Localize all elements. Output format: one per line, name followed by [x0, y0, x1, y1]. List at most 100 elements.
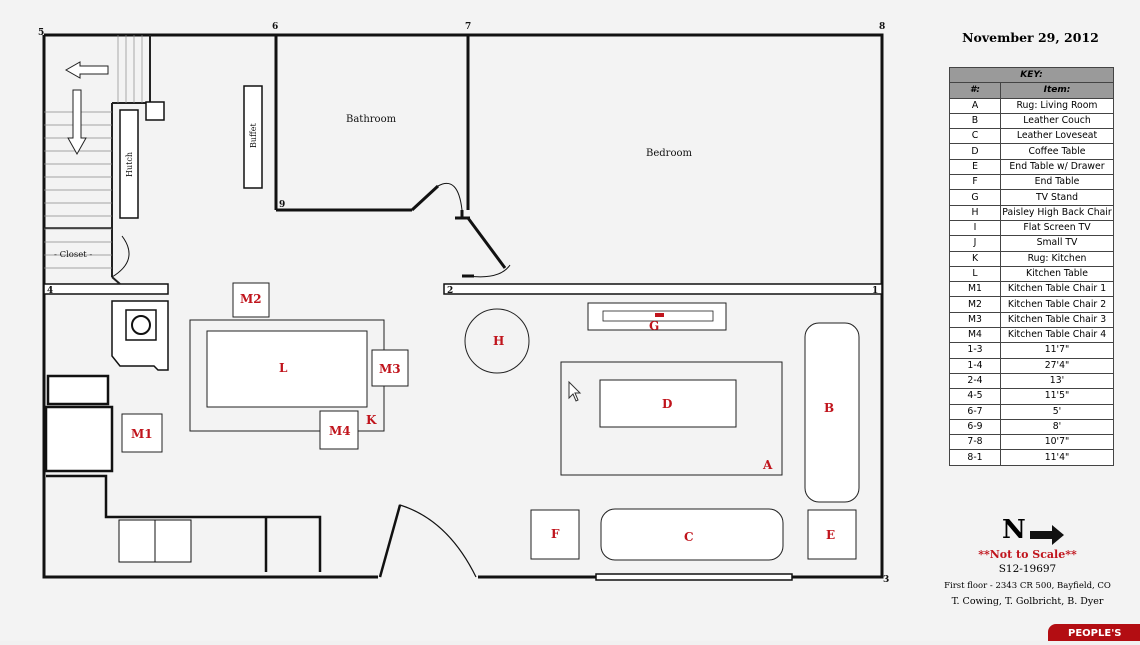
window [595, 573, 793, 581]
buffet [243, 85, 263, 189]
key-row-number: F [949, 174, 1001, 191]
key-row-item: Leather Loveseat [1000, 128, 1114, 145]
key-row-number: M4 [949, 327, 1001, 344]
key-row-number: J [949, 235, 1001, 252]
chair-m2 [232, 282, 270, 318]
item-label-m2: M2 [240, 292, 262, 306]
key-row-number: G [949, 189, 1001, 206]
brand-badge: PEOPLE'S [1048, 624, 1140, 641]
item-label-b: B [824, 401, 834, 415]
corner-label-9: 9 [279, 200, 285, 210]
authors: T. Cowing, T. Golbricht, B. Dyer [951, 596, 1104, 607]
north-arrow-icon [1030, 525, 1064, 545]
item-label-d: D [662, 397, 672, 411]
key-row-number: E [949, 158, 1001, 176]
key-row-item: Flat Screen TV [1000, 219, 1114, 237]
key-row-number: M1 [949, 281, 1001, 298]
hutch [119, 109, 139, 219]
key-row-item: 27'4" [1000, 357, 1114, 374]
kitchen-fixtures [44, 300, 322, 572]
small-tv [655, 313, 664, 317]
case-number: S12-19697 [998, 563, 1057, 575]
plan-info: N **Not to Scale** S12-19697 First floor… [920, 515, 1135, 607]
key-row-number: C [949, 128, 1001, 145]
key-row-number: M2 [949, 296, 1001, 313]
item-label-m1: M1 [131, 427, 153, 441]
item-label-h: H [493, 334, 504, 348]
corner-label-5: 5 [38, 28, 44, 38]
end-table-drawer [807, 509, 857, 560]
item-label-m3: M3 [379, 362, 401, 376]
key-row-item: Paisley High Back Chair [1000, 204, 1114, 221]
date-label: November 29, 2012 [962, 30, 1099, 45]
key-row-item: 5' [1000, 403, 1114, 420]
closet-door [111, 235, 130, 278]
item-label-e: E [826, 528, 835, 542]
compass-label: N [1002, 515, 1026, 545]
key-row-number: 1-3 [949, 342, 1001, 359]
key-col-item: Item: [1000, 82, 1114, 99]
leather-couch [804, 322, 860, 503]
key-row-number: 8-1 [949, 449, 1001, 466]
key-row-item: Small TV [1000, 235, 1114, 252]
chair-m4 [319, 410, 359, 450]
stair-arrows [64, 61, 109, 156]
key-row-number: L [949, 265, 1001, 283]
key-row-number: I [949, 219, 1001, 237]
key-row-number: H [949, 204, 1001, 221]
key-row-number: A [949, 97, 1001, 114]
key-row-item: End Table w/ Drawer [1000, 158, 1114, 176]
front-door [379, 504, 477, 578]
key-row-item: 8' [1000, 418, 1114, 436]
key-row-item: Rug: Kitchen [1000, 250, 1114, 267]
item-label-k: K [366, 413, 377, 427]
item-label-a: A [762, 458, 773, 472]
key-row-number: M3 [949, 311, 1001, 329]
corner-label-7: 7 [465, 22, 471, 32]
corner-label-2: 2 [447, 286, 453, 296]
key-row-number: 6-7 [949, 403, 1001, 420]
mouse-cursor-icon [568, 380, 582, 402]
item-label-m4: M4 [329, 424, 351, 438]
key-row-item: Kitchen Table Chair 2 [1000, 296, 1114, 313]
coffee-table [599, 379, 737, 428]
key-row-number: 2-4 [949, 372, 1001, 390]
key-row-item: Kitchen Table Chair 4 [1000, 327, 1114, 344]
chair-m3 [371, 349, 409, 387]
item-label-c: C [684, 530, 694, 544]
key-row-number: 1-4 [949, 357, 1001, 374]
item-label-g: G [649, 319, 659, 333]
key-row-item: Rug: Living Room [1000, 97, 1114, 114]
newel-post [145, 101, 165, 121]
mid-wall [43, 283, 883, 295]
key-row-item: Kitchen Table Chair 3 [1000, 311, 1114, 329]
corner-label-8: 8 [879, 22, 885, 32]
key-row-item: TV Stand [1000, 189, 1114, 206]
bathroom-label: Bathroom [346, 114, 397, 125]
key-row-item: Coffee Table [1000, 143, 1114, 160]
address: First floor - 2343 CR 500, Bayfield, CO [944, 581, 1111, 591]
buffet-label: Buffet [249, 123, 258, 148]
bedroom-label: Bedroom [646, 148, 692, 159]
item-label-f: F [551, 527, 560, 541]
key-col-num: #: [949, 82, 1001, 99]
high-back-chair [464, 308, 530, 374]
